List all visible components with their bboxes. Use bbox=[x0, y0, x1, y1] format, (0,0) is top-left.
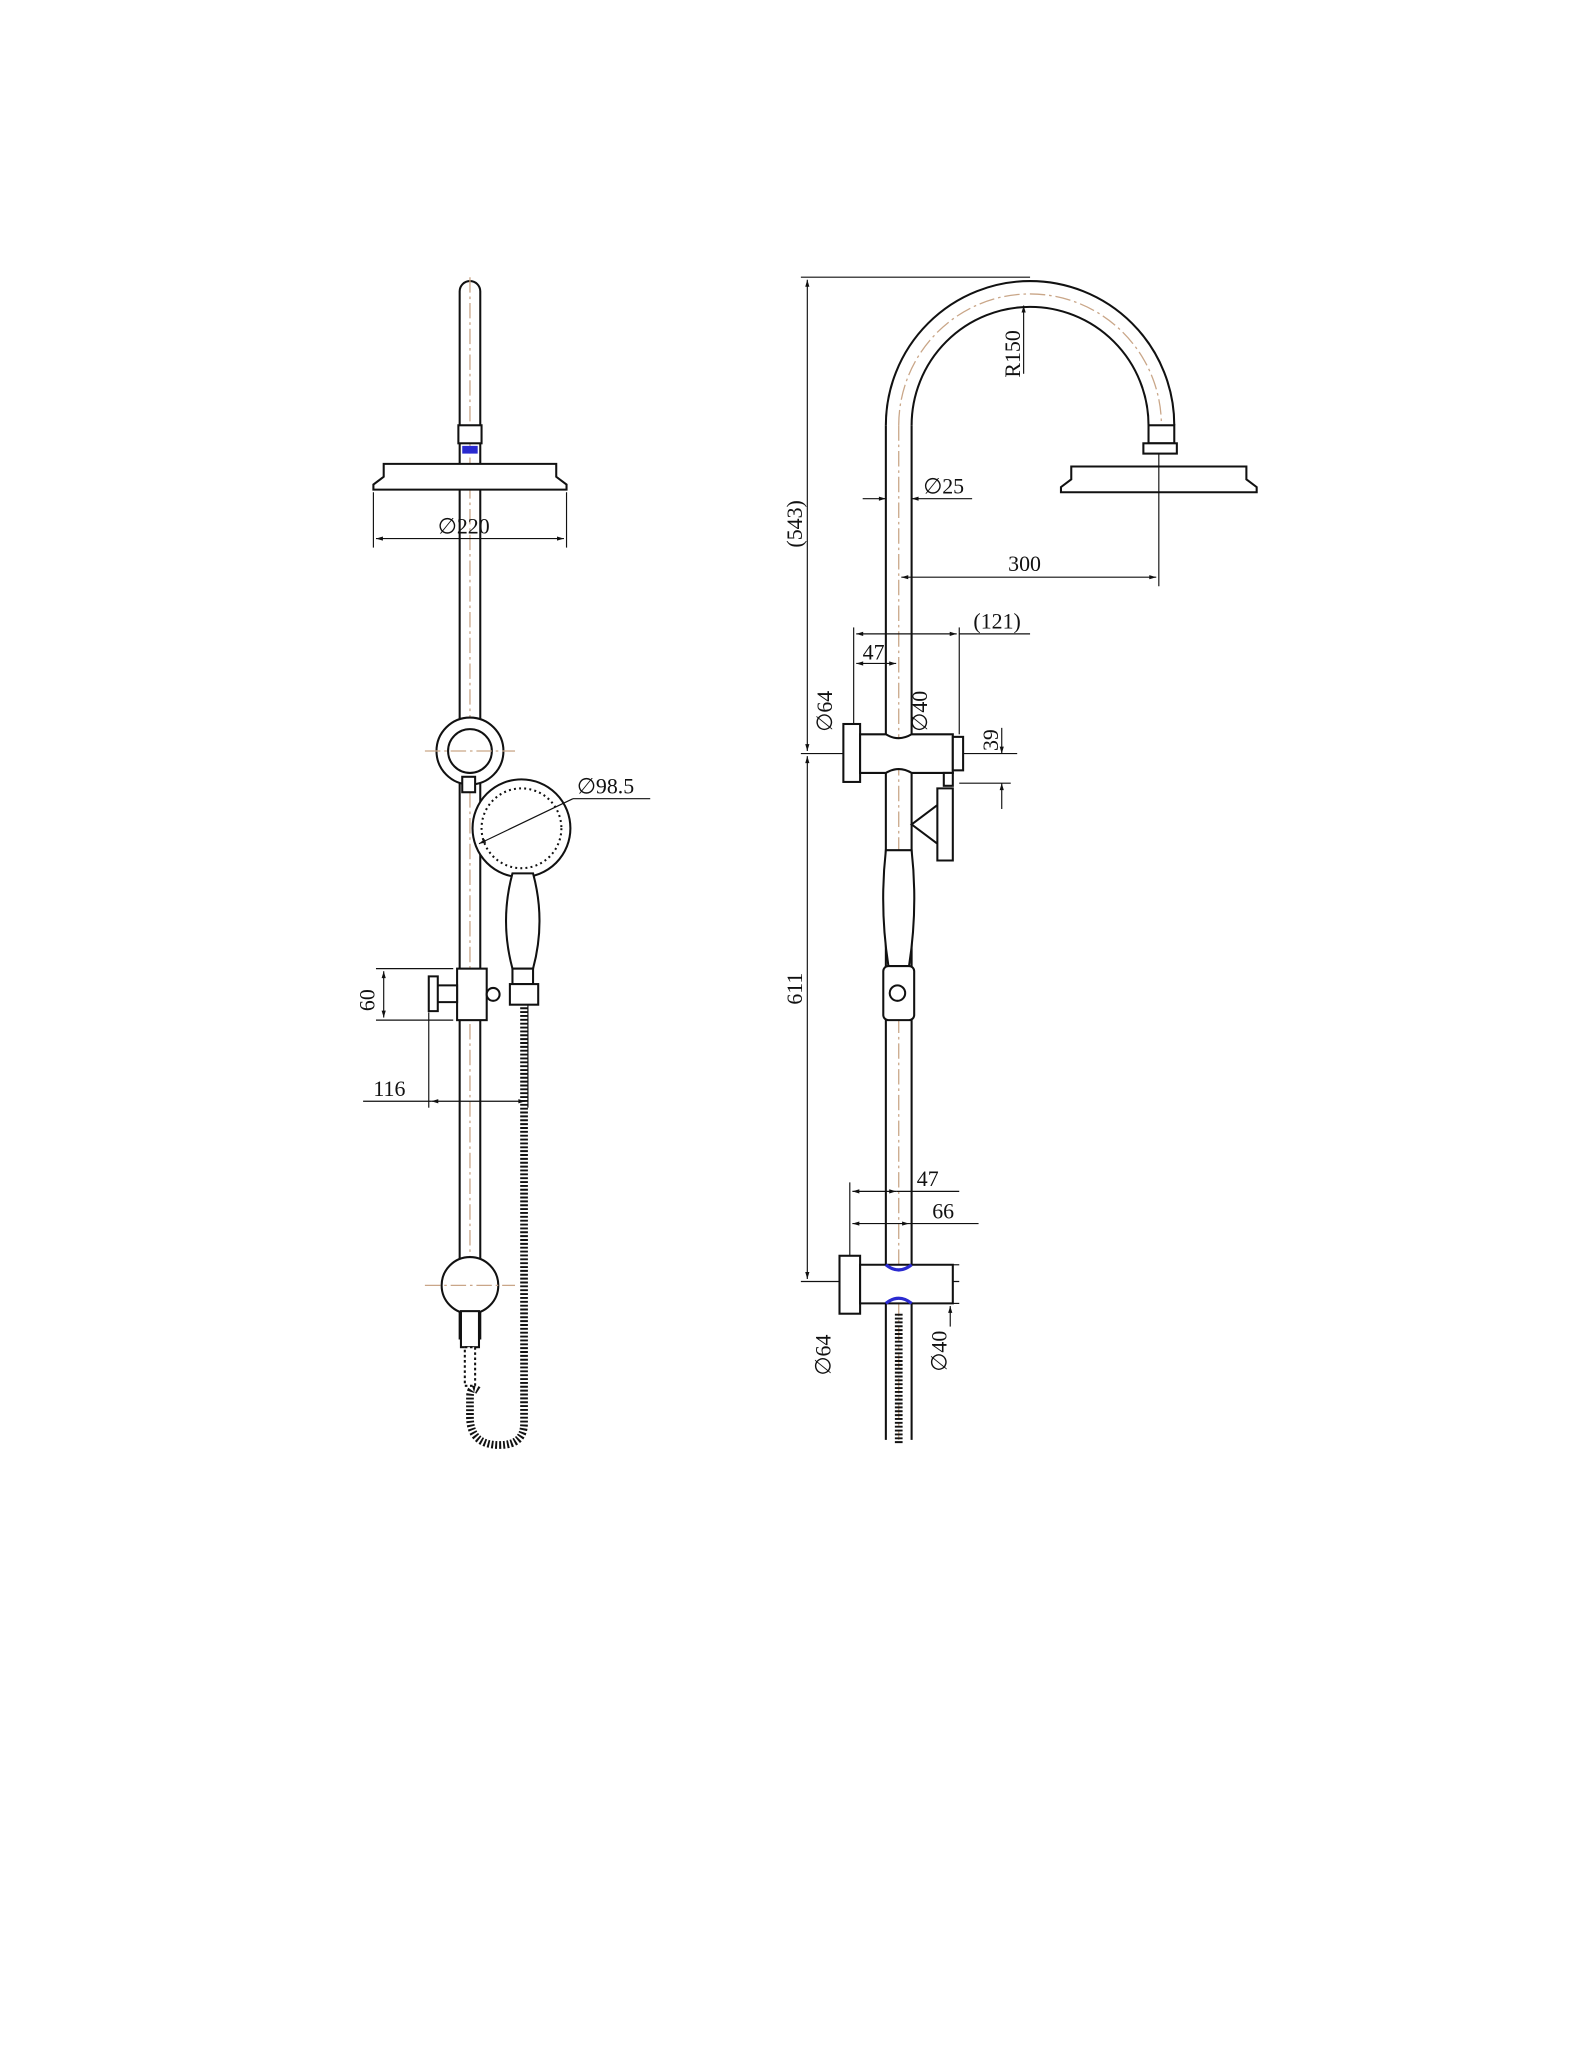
front-view: ∅220 ∅98.5 60 116 bbox=[356, 277, 651, 1449]
bracket-end-cap bbox=[951, 735, 965, 772]
arm-reach-label: 300 bbox=[1008, 552, 1041, 576]
upper-bracket-body bbox=[859, 733, 954, 774]
lower-offset-b-label: 66 bbox=[932, 1199, 954, 1223]
slider-knob bbox=[485, 986, 501, 1002]
side-view: (543) 611 R150 ∅25 300 (121) 47 ∅64 ∅40 … bbox=[783, 276, 1258, 1446]
lower-bracket-body bbox=[859, 1263, 954, 1305]
lower-offset-a-label: 47 bbox=[917, 1167, 939, 1191]
hand-shower-side bbox=[909, 787, 954, 862]
arm-connector-nut bbox=[1142, 442, 1178, 455]
upper-drop-label: 39 bbox=[979, 729, 1003, 751]
diverter-slider bbox=[456, 967, 488, 1022]
arm-connector bbox=[1147, 424, 1176, 445]
side-slider-knob bbox=[888, 984, 907, 1002]
hand-shower-diameter-label: ∅98.5 bbox=[577, 775, 634, 799]
diverter-height-label: 60 bbox=[356, 989, 380, 1011]
bracket-knob bbox=[461, 775, 477, 794]
upper-body-label: ∅40 bbox=[908, 691, 932, 732]
connector-accent bbox=[462, 445, 478, 454]
overhead-shower-head bbox=[372, 462, 568, 491]
hand-shower-handle bbox=[504, 872, 541, 970]
lower-wall-flange bbox=[838, 1254, 862, 1315]
bracket-outlet bbox=[942, 771, 954, 787]
lower-bracket-accent bbox=[884, 1263, 913, 1305]
shower-hose bbox=[466, 1007, 528, 1449]
pipe-diameter-label: ∅25 bbox=[923, 475, 964, 499]
lower-flange-label: ∅64 bbox=[811, 1335, 835, 1376]
total-height-label: (543) bbox=[783, 500, 807, 547]
upper-flange-label: ∅64 bbox=[813, 691, 837, 732]
handle-side bbox=[882, 849, 916, 968]
hand-offset-label: 116 bbox=[373, 1077, 405, 1101]
head-diameter-label: ∅220 bbox=[438, 514, 490, 538]
hand-shower-face bbox=[471, 778, 572, 879]
upper-offset-label: 47 bbox=[863, 641, 885, 665]
lower-height-label: 611 bbox=[783, 973, 807, 1005]
bracket-projection-label: (121) bbox=[973, 610, 1020, 634]
gooseneck-arm bbox=[884, 280, 1176, 426]
arm-centerline bbox=[898, 293, 1163, 426]
arm-radius-label: R150 bbox=[1001, 330, 1025, 377]
diverter-cross-handle bbox=[427, 975, 459, 1013]
hose-end bbox=[463, 1346, 477, 1387]
head-connector bbox=[457, 424, 483, 445]
lower-body-label: ∅40 bbox=[927, 1331, 951, 1372]
upper-wall-flange bbox=[842, 722, 862, 783]
hose-connector bbox=[508, 983, 540, 1006]
spray-nozzles bbox=[480, 787, 563, 870]
wall-outlet bbox=[459, 1310, 481, 1349]
hand-shower-leader bbox=[478, 798, 574, 845]
handle-collar bbox=[511, 967, 535, 986]
